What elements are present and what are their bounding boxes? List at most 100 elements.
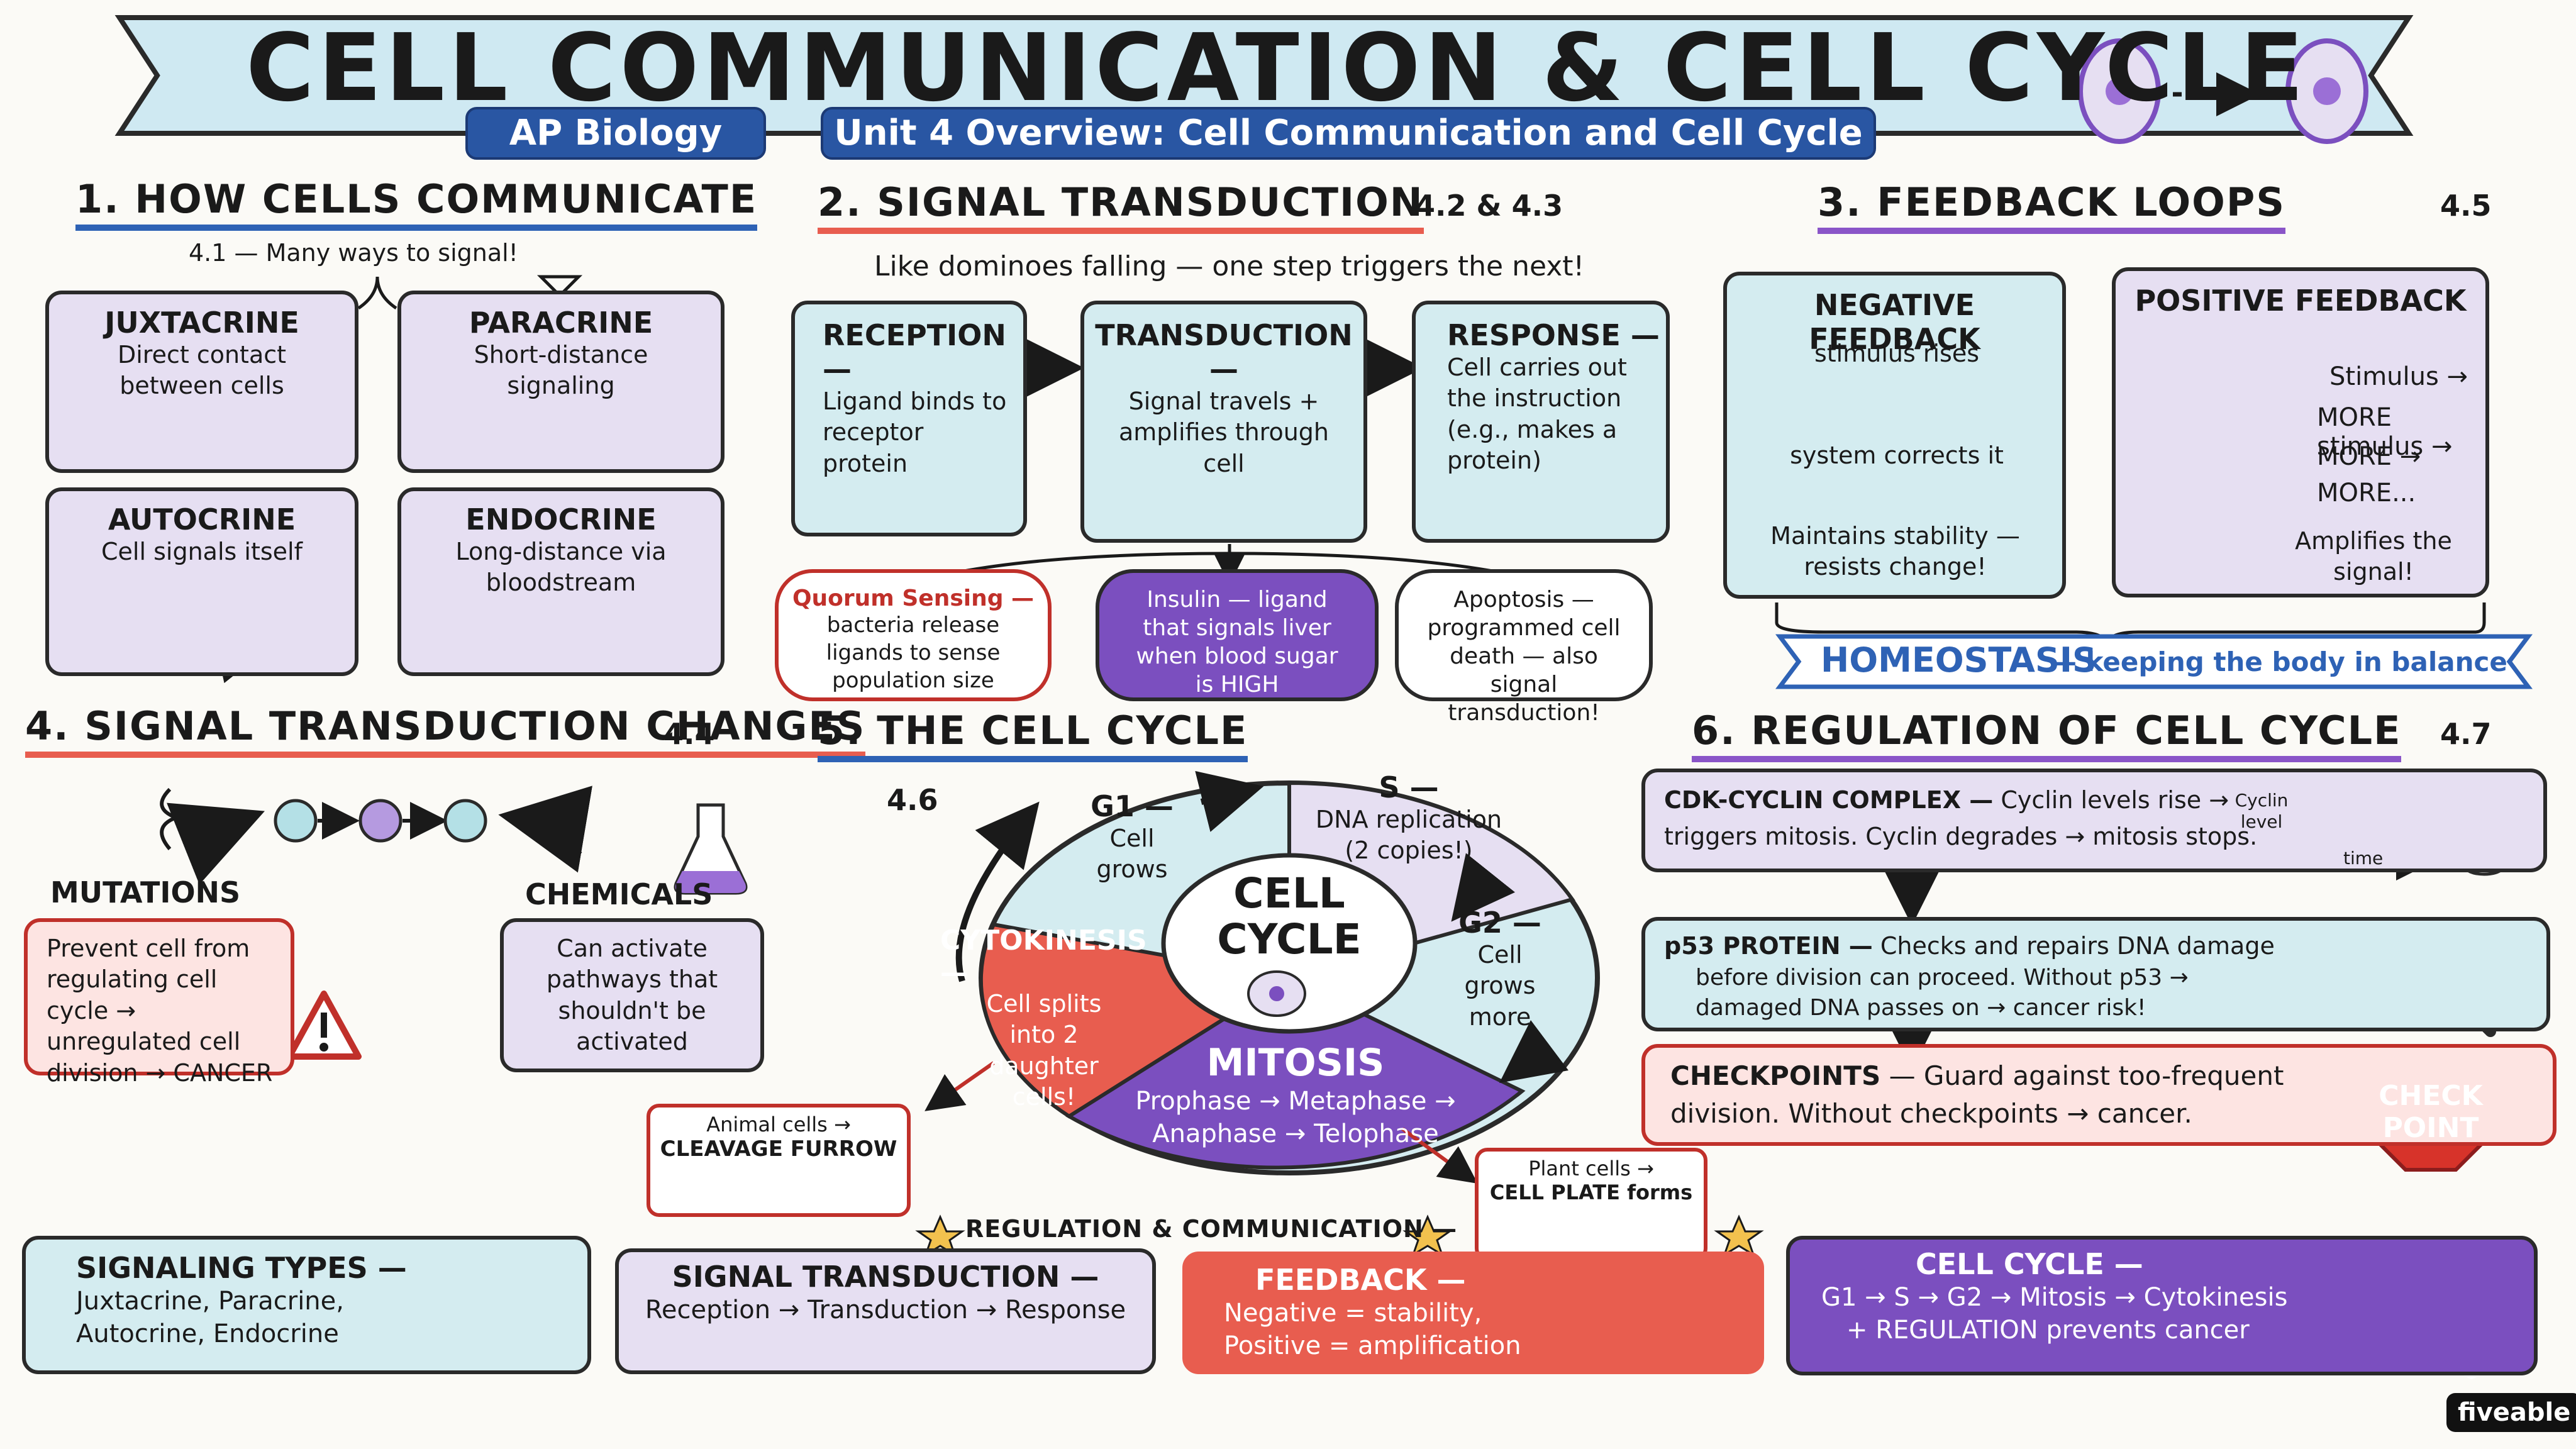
sec2-heading: 2. SIGNAL TRANSDUCTION (818, 179, 1424, 234)
sec2-code: 4.2 & 4.3 (1415, 189, 1563, 223)
sec1-heading: 1. HOW CELLS COMMUNICATE (75, 176, 758, 231)
mutations-card: Prevent cell from regulating cell cycle … (24, 918, 294, 1087)
positive-feedback-card: POSITIVE FEEDBACK Stimulus → MORE stimul… (2112, 267, 2489, 597)
autocrine-card: AUTOCRINE Cell signals itself (45, 487, 358, 676)
checkpoints-card: CHECKPOINTS — Guard against too-frequent… (1641, 1044, 2557, 1146)
plant-cells-card: Plant cells → CELL PLATE forms (1475, 1148, 1707, 1261)
chemicals-text: Can activate pathways that shouldn't be … (546, 935, 718, 1056)
brand-logo: fiveable (2446, 1393, 2576, 1432)
cc-title: CELL CYCLE — (1916, 1247, 2143, 1281)
reception-title: RECEPTION — (823, 318, 1006, 386)
apoptosis-card: Apoptosis — programmed cell death — also… (1395, 569, 1653, 726)
st-title: SIGNAL TRANSDUCTION — (672, 1260, 1099, 1294)
st-text: Reception → Transduction → Response (645, 1296, 1126, 1324)
plant-line1: Plant cells → (1528, 1157, 1654, 1180)
feedback-summary-card: FEEDBACK — Negative = stability, Positiv… (1182, 1252, 1764, 1374)
title-ribbon (114, 15, 2414, 136)
cell-cycle-center: CELL CYCLE (1217, 869, 1362, 963)
sec2-note: Like dominoes falling — one step trigger… (874, 250, 1585, 282)
sec6-code: 4.7 (2440, 717, 2492, 751)
pos-line4: MORE... (2317, 479, 2416, 508)
chemicals-title: CHEMICALS (525, 877, 713, 911)
types-title: SIGNALING TYPES — (76, 1251, 407, 1285)
paracrine-title: PARACRINE (469, 306, 653, 340)
g2-label: G2 — Cell grows more (1446, 906, 1553, 1033)
neg-title: NEGATIVE FEEDBACK (1809, 288, 1980, 356)
cyto-title: CYTOKINESIS — (940, 924, 1147, 989)
pos-line3: MORE → (2317, 442, 2421, 471)
quorum-card: Quorum Sensing — bacteria release ligand… (775, 569, 1052, 701)
check-text2: division. Without checkpoints → cancer. (1670, 1098, 2192, 1129)
p53-text2: before division can proceed. Without p53… (1696, 965, 2189, 991)
endocrine-card: ENDOCRINE Long-distance via bloodstream (397, 487, 724, 676)
cdk-text1: Cyclin levels rise → (2001, 786, 2229, 814)
check-title: CHECKPOINTS (1670, 1060, 1881, 1091)
transduction-title: TRANSDUCTION — (1095, 318, 1353, 386)
unit-badge: Unit 4 Overview: Cell Communication and … (821, 107, 1876, 160)
check-text1: — Guard against too-frequent (1889, 1060, 2284, 1091)
juxtacrine-text: Direct contact between cells (117, 341, 287, 400)
mitosis-title: MITOSIS (1206, 1041, 1385, 1085)
header-cell-icons (2078, 38, 2368, 144)
g1-label: G1 — Cell grows (1069, 789, 1195, 886)
g2-title: G2 — (1458, 906, 1541, 940)
transduction-text: Signal travels + amplifies through cell (1118, 387, 1330, 477)
sec6-heading: 6. REGULATION OF CELL CYCLE (1692, 708, 2402, 762)
homeostasis-title: HOMEOSTASIS (1821, 640, 2097, 680)
endocrine-title: ENDOCRINE (465, 502, 657, 536)
summary-banner: REGULATION & COMMUNICATION — (965, 1215, 1458, 1243)
cytokinesis-label: CYTOKINESIS — Cell splits into 2 daughte… (940, 924, 1147, 1113)
cdk-title: CDK-CYCLIN COMPLEX — (1664, 786, 1994, 814)
pos-line1: Stimulus → (2329, 362, 2468, 391)
cc-text2: + REGULATION prevents cancer (1846, 1316, 2250, 1345)
animal-line1: Animal cells → (706, 1113, 851, 1136)
stop-line2: POINT (2382, 1111, 2479, 1144)
autocrine-text: Cell signals itself (101, 538, 303, 565)
fb-text2: Positive = amplification (1224, 1331, 1521, 1360)
pos-title: POSITIVE FEEDBACK (2135, 284, 2467, 318)
s-title: S — (1379, 770, 1439, 804)
cell-cycle-wheel (979, 780, 1600, 1175)
cell-cycle-summary-card: CELL CYCLE — G1 → S → G2 → Mitosis → Cyt… (1786, 1236, 2538, 1375)
s-text: DNA replication (2 copies!) (1315, 806, 1502, 865)
stop-sign-text: CHECK POINT (2371, 1080, 2490, 1144)
g2-text: Cell grows more (1464, 941, 1536, 1031)
homeostasis-ribbon (1775, 634, 2533, 689)
neg-top: stimulus rises (1814, 340, 1980, 367)
subject-badge: AP Biology (465, 107, 766, 160)
mutations-text: Prevent cell from regulating cell cycle … (47, 935, 273, 1087)
g1-title: G1 — (1091, 789, 1174, 823)
animal-line2: CLEAVAGE FURROW (660, 1136, 897, 1162)
homeostasis-text: — keeping the body in balance (2050, 647, 2507, 677)
star-icons (915, 1214, 1764, 1257)
sec4-heading: 4. SIGNAL TRANSDUCTION CHANGES (25, 703, 866, 758)
p53-title: p53 PROTEIN — (1664, 932, 1873, 960)
sec5-heading: 5. THE CELL CYCLE (818, 708, 1248, 762)
mutations-title: MUTATIONS (50, 875, 241, 909)
types-text: Juxtacrine, Paracrine, Autocrine, Endocr… (76, 1287, 344, 1348)
pos-text: Amplifies the signal! (2295, 527, 2452, 586)
cyto-text: Cell splits into 2 daughter cells! (986, 990, 1102, 1111)
quorum-text: bacteria release ligands to sense popula… (826, 613, 1001, 694)
sec1-note: 4.1 — Many ways to signal! (189, 239, 518, 267)
response-card: RESPONSE — Cell carries out the instruct… (1412, 301, 1670, 543)
reception-text: Ligand binds to receptor protein (823, 387, 1007, 477)
transduction-card: TRANSDUCTION — Signal travels + amplifie… (1080, 301, 1367, 543)
cc-text1: G1 → S → G2 → Mitosis → Cytokinesis (1821, 1283, 2288, 1312)
graph-x-label: time (2343, 848, 2384, 869)
pathway-chain-icon (160, 786, 593, 885)
animal-cells-card: Animal cells → CLEAVAGE FURROW (647, 1104, 911, 1217)
sec3-code: 4.5 (2440, 189, 2492, 223)
fb-text1: Negative = stability, (1224, 1299, 1482, 1328)
page-title: CELL COMMUNICATION & CELL CYCLE (246, 14, 2307, 122)
mitosis-label: MITOSIS Prophase → Metaphase → Anaphase … (1119, 1041, 1472, 1150)
p53-text1: Checks and repairs DNA damage (1880, 932, 2275, 960)
signaling-types-card: SIGNALING TYPES — Juxtacrine, Paracrine,… (22, 1236, 591, 1374)
warning-icon (286, 991, 362, 1060)
cdk-text2: triggers mitosis. Cyclin degrades → mito… (1664, 823, 2258, 850)
flask-icon (674, 803, 748, 895)
sec3-heading: 3. FEEDBACK LOOPS (1818, 179, 2285, 234)
cdk-card: CDK-CYCLIN COMPLEX — Cyclin levels rise … (1641, 769, 2547, 872)
endocrine-text: Long-distance via bloodstream (455, 538, 667, 597)
insulin-card: Insulin — ligand that signals liver when… (1096, 569, 1379, 701)
